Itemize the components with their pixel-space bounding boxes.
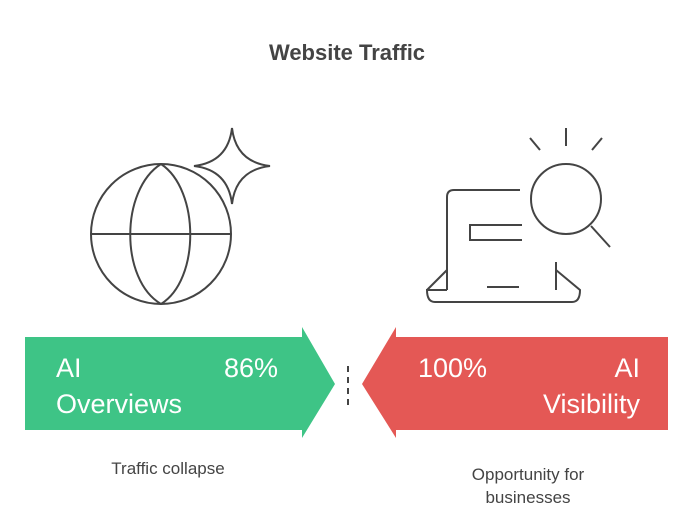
right-caption-line2: businesses [485, 488, 571, 507]
right-arrow-shape [362, 327, 668, 438]
left-label: AI Overviews [56, 350, 182, 422]
left-label-line1: AI [56, 353, 82, 383]
laptop-search-icon [425, 128, 611, 303]
left-arrow-shape [25, 327, 335, 438]
right-value: 100% [418, 353, 488, 383]
right-caption-line1: Opportunity for [471, 465, 585, 484]
right-label-line2: Visibility [542, 389, 640, 419]
globe-sparkle-icon [90, 127, 271, 305]
right-label-line1: AI [614, 353, 640, 383]
left-value: 86% [224, 353, 279, 383]
right-caption: Opportunity for businesses [420, 463, 636, 509]
left-caption: Traffic collapse [111, 459, 225, 478]
right-label: AI Visibility [543, 350, 640, 422]
diagram-title: Website Traffic [268, 40, 426, 65]
left-label-line2: Overviews [56, 389, 183, 419]
